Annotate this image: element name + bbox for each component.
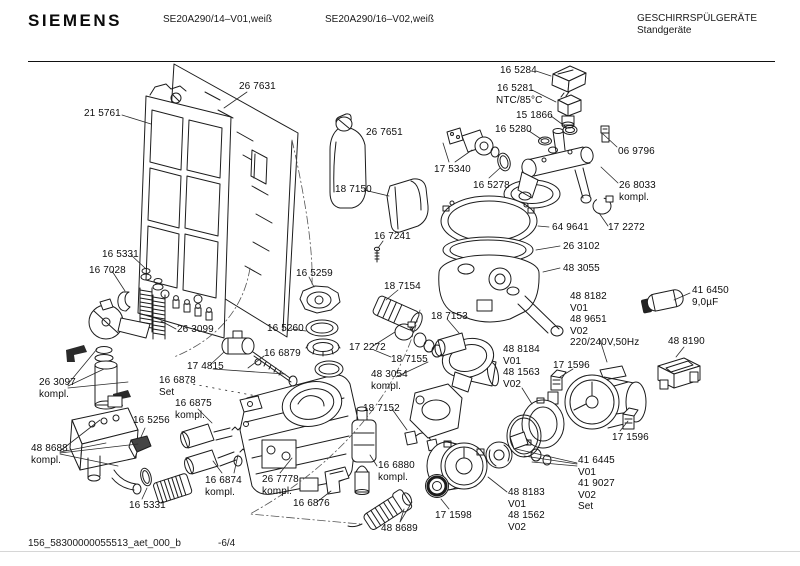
panel-hose-nipples — [172, 295, 213, 321]
model-variant-1: SE20A290/14–V01,weiß — [163, 14, 272, 25]
category-block: GESCHIRRSPÜLGERÄTE Standgeräte — [637, 13, 757, 37]
part-flow-sensor — [446, 127, 500, 158]
part-retainer-clip — [600, 125, 610, 143]
header-divider — [28, 61, 775, 62]
part-solenoid-valve-upper — [180, 423, 252, 449]
part-oring-small-1 — [562, 125, 578, 135]
part-drain-hose — [347, 489, 413, 530]
category-title: GESCHIRRSPÜLGERÄTE — [637, 13, 758, 24]
part-ntc-sensor — [557, 91, 582, 129]
part-oring-inlet — [497, 152, 511, 172]
part-cover-cap — [551, 65, 587, 93]
document-id: 156_58300000055513_aet_000_b — [28, 538, 181, 549]
part-hose-clamp-top — [592, 195, 614, 215]
brand-logo: SIEMENS — [28, 11, 123, 30]
part-motor-bracket-right — [622, 407, 639, 430]
part-pump-head — [434, 332, 565, 469]
page-number: -6/4 — [218, 538, 236, 549]
model-variant-2: SE20A290/16–V02,weiß — [325, 14, 434, 25]
part-dispenser-bottle — [351, 406, 377, 495]
part-detergent-dispenser — [66, 298, 151, 410]
part-wire-bracket — [404, 430, 439, 452]
part-actuator-shaft — [221, 330, 298, 387]
part-fill-valve — [517, 128, 594, 204]
part-seal-rings — [305, 319, 344, 378]
footer-divider — [0, 551, 800, 552]
category-subtitle: Standgeräte — [637, 25, 692, 36]
construction-lines — [173, 139, 421, 525]
part-heater-assembly — [239, 374, 359, 495]
part-spring-bracket — [117, 291, 131, 312]
part-oring-small-2 — [538, 136, 558, 154]
part-solenoid-valve-lower — [184, 445, 254, 475]
part-grommet — [425, 474, 449, 498]
part-oring-and-coupling — [140, 467, 193, 504]
part-feed-pipe — [329, 113, 367, 209]
part-inner-door-panel — [137, 83, 232, 339]
part-cover — [386, 178, 429, 233]
part-drain-pump — [426, 440, 488, 491]
leader-lines — [59, 70, 691, 523]
part-air-trap-housing — [409, 383, 463, 439]
part-water-distributor — [69, 395, 142, 495]
part-capacitor — [641, 289, 684, 314]
part-salt-cap — [299, 285, 341, 314]
part-mounting-bracket — [657, 357, 701, 390]
part-door-springs — [139, 268, 166, 340]
part-sump-assembly — [438, 179, 564, 337]
part-bracket-clip — [324, 466, 350, 495]
part-screw — [373, 246, 381, 263]
